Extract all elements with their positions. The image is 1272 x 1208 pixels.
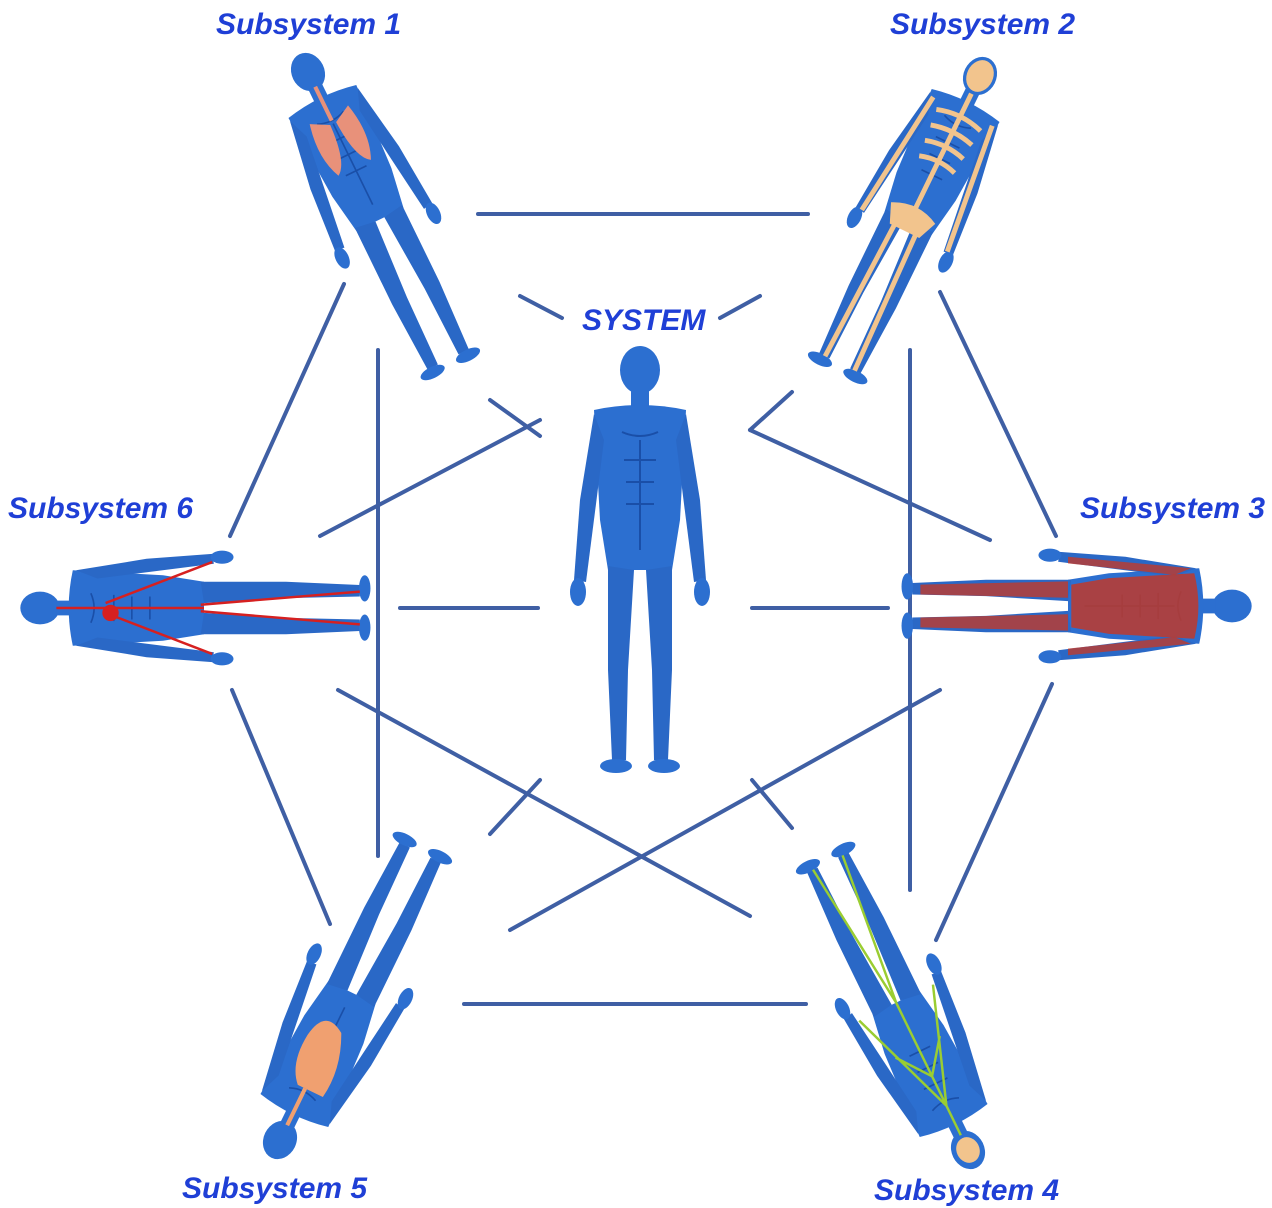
subsystem-6-label: Subsystem 6	[8, 494, 193, 524]
muscular-system-figure	[902, 549, 1252, 664]
center-body-figure	[570, 346, 710, 773]
nervous-system-figure	[772, 828, 1029, 1193]
subsystem-3-label: Subsystem 3	[1080, 494, 1265, 524]
connector-6-4	[338, 690, 750, 916]
connector-3-4	[936, 684, 1052, 940]
connector-2-center-diag	[750, 392, 792, 430]
subsystem-5-label: Subsystem 5	[182, 1174, 367, 1204]
connector-1-center-diag	[490, 400, 540, 436]
system-label: SYSTEM	[582, 306, 705, 336]
connector-2-center	[720, 296, 760, 318]
connector-3-center-diag	[750, 430, 990, 540]
connector-1-center	[520, 296, 562, 318]
skeletal-system-figure	[784, 33, 1041, 398]
respiratory-system-figure	[248, 29, 505, 394]
subsystem-2-label: Subsystem 2	[890, 10, 1075, 40]
connector-4-center	[752, 780, 792, 828]
connector-2-3	[940, 292, 1056, 536]
digestive-system-figure	[220, 818, 477, 1183]
connector-5-6	[232, 690, 330, 924]
connector-6-1	[230, 284, 344, 536]
subsystem-4-label: Subsystem 4	[874, 1176, 1059, 1206]
circulatory-system-figure	[20, 551, 370, 666]
connector-3-5	[510, 690, 940, 930]
subsystem-1-label: Subsystem 1	[216, 10, 401, 40]
connector-6-center-diag	[320, 420, 540, 536]
